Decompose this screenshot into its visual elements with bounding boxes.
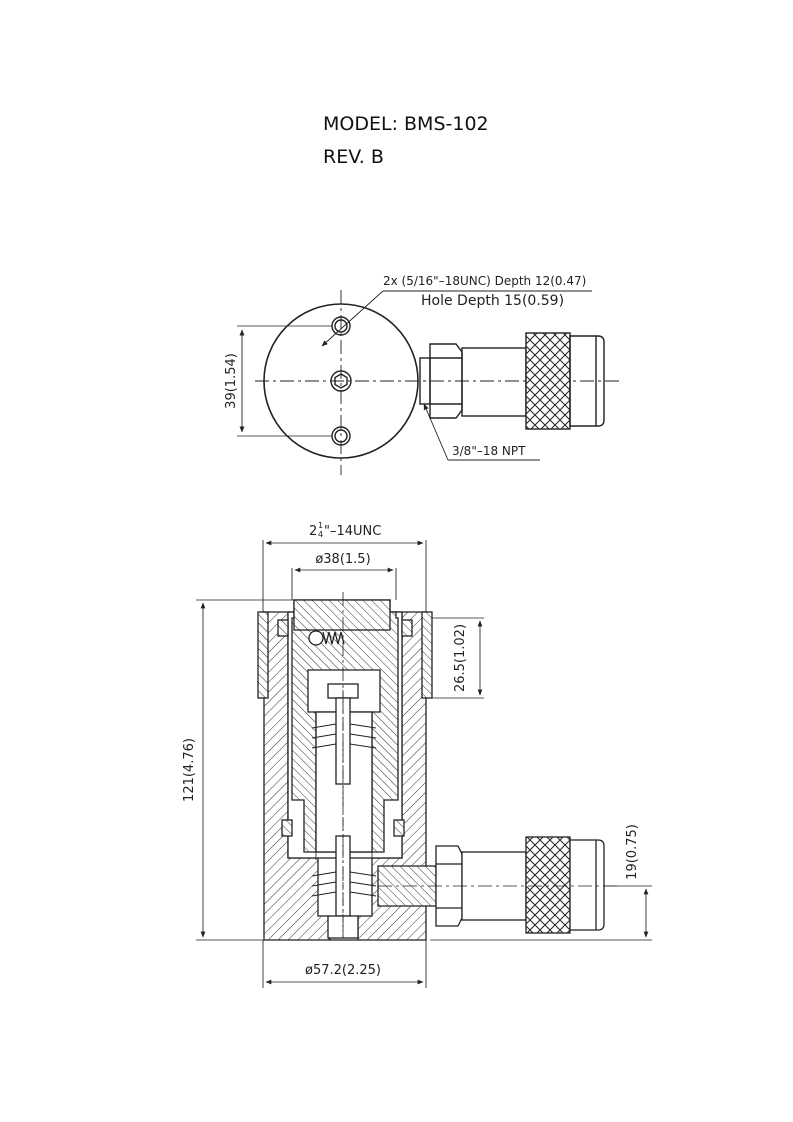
collar-left — [257, 611, 269, 699]
dim-port-height: 19(0.75) — [625, 824, 640, 880]
dim-plunger-diameter: ø38(1.5) — [315, 552, 370, 567]
side-coupler — [377, 836, 605, 934]
wiper-seal-right — [401, 619, 413, 637]
dim-overall-height: 121(4.76) — [182, 738, 197, 802]
relief-valve-ball — [308, 630, 345, 646]
thread-callout: 2 1 4 "–14UNC — [309, 521, 381, 539]
dim-top-height: 39(1.54) — [224, 353, 239, 409]
section-dimensions — [196, 540, 652, 988]
hole-depth-callout: Hole Depth 15(0.59) — [421, 293, 564, 309]
svg-text:2: 2 — [309, 524, 317, 539]
section-view — [257, 592, 620, 941]
svg-text:"–14UNC: "–14UNC — [324, 524, 381, 539]
top-view — [237, 290, 620, 475]
piston-seal-right — [393, 819, 405, 837]
center-socket — [330, 370, 352, 392]
model-title: MODEL: BMS-102 — [323, 113, 489, 135]
port-thread-callout: 3/8"–18 NPT — [452, 444, 526, 458]
revision-label: REV. B — [323, 146, 384, 168]
dim-body-diameter: ø57.2(2.25) — [305, 963, 381, 978]
cylinder-top-disc — [263, 303, 419, 459]
top-coupler — [419, 332, 605, 430]
collar-right — [421, 611, 433, 699]
dim-stroke: 26.5(1.02) — [453, 624, 468, 692]
svg-text:1: 1 — [318, 521, 323, 530]
hole-callout: 2x (5/16"–18UNC) Depth 12(0.47) — [383, 274, 586, 288]
piston-seal-left — [281, 819, 293, 837]
spring-coils-top — [311, 723, 377, 897]
svg-text:4: 4 — [318, 530, 323, 539]
wiper-seal-left — [277, 619, 289, 637]
